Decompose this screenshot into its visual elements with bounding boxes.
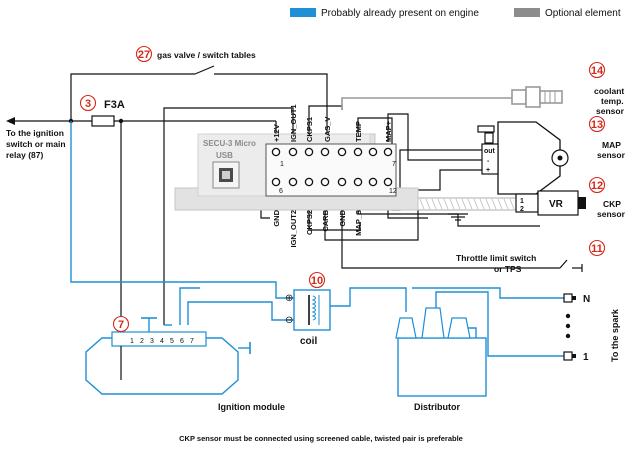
pin-circles — [271, 147, 393, 187]
callout-12 — [588, 176, 606, 194]
svg-text:2: 2 — [520, 206, 524, 213]
svg-text:GAS_V: GAS_V — [323, 117, 332, 142]
coolant-line1: coolant — [594, 86, 624, 96]
throttle-line2: or TPS — [494, 264, 522, 274]
ckp-line1: CKP — [603, 199, 621, 209]
legend-present-label: Probably already present on engine — [321, 8, 479, 19]
gas-valve-label: gas valve / switch tables — [157, 50, 256, 60]
distributor-label: Distributor — [414, 402, 460, 412]
fuse-symbol — [91, 115, 115, 127]
screened-cable — [417, 197, 519, 211]
svg-text:1: 1 — [130, 338, 134, 345]
svg-text:14: 14 — [591, 65, 604, 77]
svg-text:out: out — [484, 148, 496, 155]
legend-optional-swatch — [514, 8, 540, 17]
ign-switch-line1: To the ignition — [6, 128, 64, 138]
svg-text:MAP+: MAP+ — [384, 120, 393, 142]
coil-minus: ⊖ — [285, 315, 293, 326]
svg-text:GND: GND — [338, 209, 347, 226]
coolant-line3: sensor — [596, 106, 625, 116]
footnote: CKP sensor must be connected using scree… — [179, 434, 463, 443]
module-pin-labels: 1 2 3 4 5 6 7 — [130, 338, 194, 345]
pin-number-1: 1 — [280, 161, 284, 168]
map-line1: MAP — [602, 140, 621, 150]
pin-number-6: 6 — [279, 188, 283, 195]
fuse-label: F3A — [104, 99, 125, 111]
callout-7 — [112, 315, 130, 333]
usb-label: USB — [216, 151, 233, 160]
callout-10 — [308, 271, 326, 289]
svg-text:+: + — [486, 167, 490, 174]
svg-text:IGN_OUT1: IGN_OUT1 — [289, 104, 298, 142]
board-title: SECU-3 Micro — [203, 139, 256, 148]
pin-number-7: 7 — [392, 161, 396, 168]
svg-text:11: 11 — [591, 243, 603, 255]
vr-label: VR — [549, 199, 564, 210]
spark-outputs — [563, 293, 576, 361]
svg-text:TEMP: TEMP — [354, 121, 363, 142]
svg-text:CARB: CARB — [321, 209, 330, 231]
pin-number-12: 12 — [389, 188, 397, 195]
callout-3 — [79, 94, 97, 112]
callout-11 — [588, 239, 606, 257]
bottom-pin-labels: GND IGN_OUT2 CKPS2 CARB GND MAP_S — [272, 209, 363, 247]
spark-label: To the spark — [610, 308, 620, 362]
callout-14 — [588, 61, 606, 79]
svg-text:13: 13 — [591, 119, 603, 131]
svg-text:GND: GND — [272, 209, 281, 226]
coil-label: coil — [300, 336, 317, 347]
svg-text:-: - — [487, 158, 490, 165]
svg-text:CKPS1: CKPS1 — [305, 117, 314, 142]
svg-text:6: 6 — [180, 338, 184, 345]
svg-text:MAP_S: MAP_S — [354, 210, 363, 236]
legend-optional-label: Optional element — [545, 8, 621, 19]
svg-text:3: 3 — [150, 338, 154, 345]
svg-text:3: 3 — [85, 98, 91, 110]
svg-text:7: 7 — [190, 338, 194, 345]
map-line2: sensor — [597, 150, 626, 160]
svg-text:27: 27 — [138, 49, 150, 61]
ckp-line2: sensor — [597, 209, 626, 219]
coolant-line2: temp. — [601, 96, 624, 106]
ignition-module — [85, 317, 251, 395]
coil-plus: ⊕ — [285, 293, 293, 304]
spark-n-label: N — [583, 294, 590, 305]
spark-1-label: 1 — [583, 352, 589, 363]
svg-text:IGN_OUT2: IGN_OUT2 — [289, 210, 298, 248]
callout-13 — [588, 115, 606, 133]
ign-switch-line3: relay (87) — [6, 150, 43, 160]
svg-text:4: 4 — [160, 338, 164, 345]
throttle-line1: Throttle limit switch — [456, 253, 536, 263]
usb-port — [212, 161, 240, 189]
legend-present-swatch — [290, 8, 316, 17]
module-label: Ignition module — [218, 402, 285, 412]
svg-text:2: 2 — [140, 338, 144, 345]
svg-text:5: 5 — [170, 338, 174, 345]
ign-switch-line2: switch or main — [6, 139, 66, 149]
coolant-sensor — [341, 86, 563, 110]
svg-text:1: 1 — [520, 198, 524, 205]
ckp-sensor — [515, 190, 586, 216]
map-sensor — [477, 121, 569, 195]
svg-text:+12V: +12V — [272, 124, 281, 142]
ignition-coil — [293, 289, 331, 331]
svg-text:CKPS2: CKPS2 — [305, 210, 314, 235]
svg-text:7: 7 — [118, 319, 124, 331]
svg-text:10: 10 — [311, 275, 323, 287]
top-pin-labels: +12V IGN_OUT1 CKPS1 GAS_V TEMP MAP+ — [272, 104, 393, 142]
callout-27 — [135, 45, 153, 63]
distributor — [395, 307, 487, 397]
svg-text:12: 12 — [591, 180, 603, 192]
secu3-board: SECU-3 Micro USB — [174, 133, 419, 211]
